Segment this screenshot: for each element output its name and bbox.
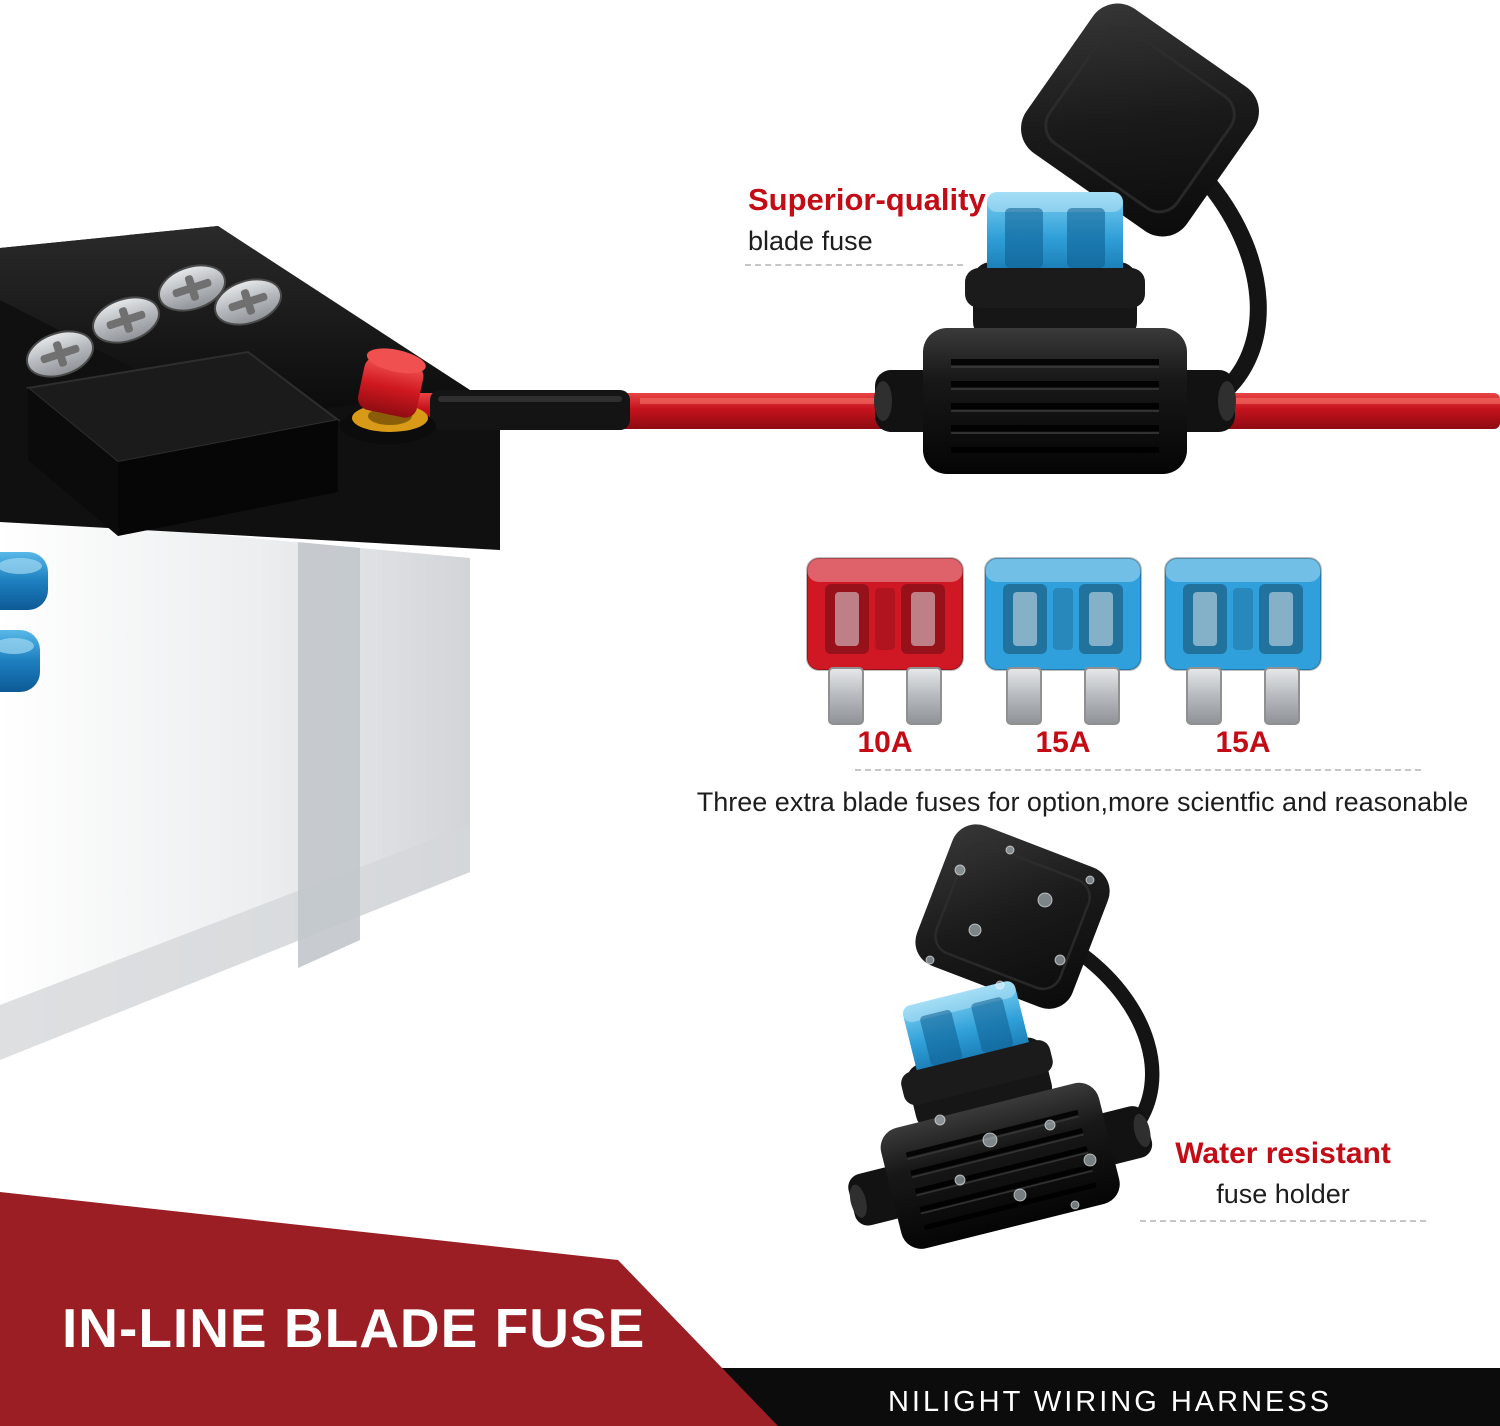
spare-fuse-15a-1 — [984, 557, 1142, 725]
dashed-underline — [1140, 1220, 1426, 1222]
dashed-underline — [855, 769, 1421, 771]
battery-terminal-screws — [26, 264, 282, 378]
brand-wordmark: NILIGHT WIRING HARNESS — [887, 1386, 1333, 1418]
water-resistant-subtitle: fuse holder — [1216, 1179, 1350, 1209]
spare-fuses — [806, 557, 1322, 725]
superior-quality-annotation: Superior-quality blade fuse — [748, 182, 986, 257]
fuse-blade — [828, 667, 864, 725]
car-battery — [0, 226, 500, 1060]
fuse-holder — [767, 784, 1193, 1263]
waterproof-fuse-holder — [767, 784, 1193, 1263]
superior-quality-title: Superior-quality — [748, 182, 986, 217]
water-resistant-title: Water resistant — [1175, 1137, 1391, 1170]
fuse-blade — [1264, 667, 1300, 725]
footer-bar — [640, 1368, 1500, 1426]
fuse-blade — [1084, 667, 1120, 725]
battery-cover-box — [25, 350, 341, 536]
fuse-blade — [1006, 667, 1042, 725]
battery-body-stripe — [298, 542, 360, 968]
superior-quality-subtitle: blade fuse — [748, 226, 873, 257]
fuse-amp-label: 15A — [1215, 726, 1271, 759]
water-resistant-annotation: Water resistant fuse holder — [1140, 1137, 1426, 1210]
extra-fuses-caption: Three extra blade fuses for option,more … — [696, 787, 1469, 817]
dashed-underline — [745, 264, 963, 266]
fuse-amp-label: 15A — [1035, 726, 1091, 759]
fuse-amp-label: 10A — [857, 726, 913, 759]
fuse-blade — [1186, 667, 1222, 725]
positive-terminal — [340, 348, 436, 444]
spare-fuse-15a-2 — [1164, 557, 1322, 725]
banner-title: IN-LINE BLADE FUSE — [62, 1297, 646, 1359]
water-droplets — [925, 845, 1097, 1210]
battery-vent-caps — [0, 552, 48, 692]
fuse-blade — [906, 667, 942, 725]
spare-fuse-10a — [806, 557, 964, 725]
banner-ribbon — [0, 1192, 778, 1426]
